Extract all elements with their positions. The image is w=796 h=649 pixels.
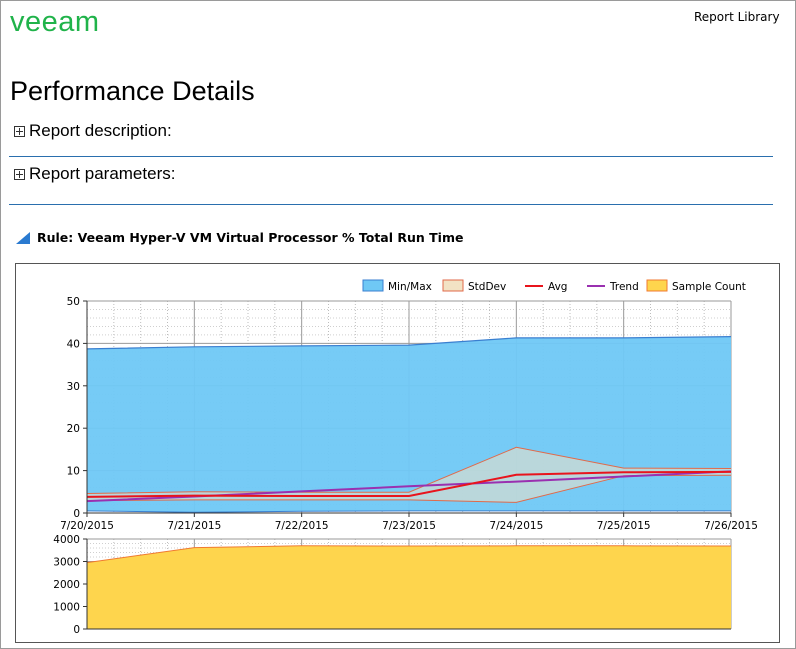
- legend-label: Sample Count: [672, 281, 746, 293]
- minmax-upper-line: [86, 336, 732, 350]
- legend-swatch-sample-count: [646, 279, 668, 292]
- y-tick-label: 3000: [53, 557, 80, 569]
- triangle-icon: [16, 231, 30, 244]
- x-tick-label: 7/26/2015: [704, 520, 758, 532]
- y-tick-label: 4000: [53, 534, 80, 546]
- section-divider: [9, 156, 773, 157]
- report-parameters-label: Report parameters:: [29, 164, 176, 183]
- legend-label: Min/Max: [388, 281, 432, 293]
- y-tick-label: 10: [67, 466, 80, 478]
- x-tick-label: 7/23/2015: [382, 520, 436, 532]
- rule-heading: Rule: Veeam Hyper-V VM Virtual Processor…: [16, 230, 463, 245]
- sample-count-chart: 0 1000 2000 3000 4000: [53, 534, 732, 636]
- expand-plus-icon: [14, 168, 25, 180]
- report-library-link[interactable]: Report Library: [694, 10, 780, 24]
- sample-count-area: [87, 545, 731, 629]
- section-divider: [9, 204, 773, 205]
- performance-chart: Min/Max StdDev Avg Trend Sample Count 0 10 20 3…: [15, 263, 780, 643]
- legend-label: StdDev: [468, 281, 506, 293]
- legend-label: Trend: [609, 281, 639, 293]
- expand-plus-icon: [14, 125, 25, 137]
- y-tick-label: 40: [67, 338, 80, 350]
- chart-legend: Min/Max StdDev Avg Trend Sample Count: [362, 279, 746, 293]
- avg-line: [86, 470, 732, 498]
- page-title: Performance Details: [10, 76, 255, 106]
- y-tick-label: 20: [67, 423, 80, 435]
- x-tick-label: 7/20/2015: [60, 520, 114, 532]
- report-parameters-toggle[interactable]: Report parameters:: [14, 164, 175, 184]
- y-tick-label: 0: [73, 508, 80, 520]
- y-tick-label: 0: [73, 624, 80, 636]
- x-tick-label: 7/25/2015: [597, 520, 651, 532]
- report-description-toggle[interactable]: Report description:: [14, 121, 172, 141]
- sample-count-line: [86, 545, 732, 564]
- y-tick-label: 30: [67, 381, 80, 393]
- y-tick-label: 1000: [53, 602, 80, 614]
- legend-swatch-minmax: [362, 279, 384, 292]
- performance-chart-svg: Min/Max StdDev Avg Trend Sample Count 0 10 20 3…: [53, 279, 758, 636]
- veeam-logo: veeam: [10, 6, 100, 38]
- legend-swatch-stddev: [442, 279, 464, 292]
- x-tick-label: 7/21/2015: [167, 520, 221, 532]
- legend-label: Avg: [548, 281, 567, 293]
- y-tick-label: 2000: [53, 579, 80, 591]
- report-description-label: Report description:: [29, 121, 172, 140]
- x-tick-label: 7/24/2015: [489, 520, 543, 532]
- minmax-lower-line: [86, 510, 731, 513]
- stddev-upper-line: [86, 446, 732, 494]
- y-tick-label: 50: [67, 296, 80, 308]
- value-chart: 0 10 20 30 40 50 7/20/2015 7/21/2015 7/22/2015 7/…: [60, 296, 758, 532]
- rule-label: Rule: Veeam Hyper-V VM Virtual Processor…: [37, 230, 464, 245]
- x-tick-label: 7/22/2015: [275, 520, 329, 532]
